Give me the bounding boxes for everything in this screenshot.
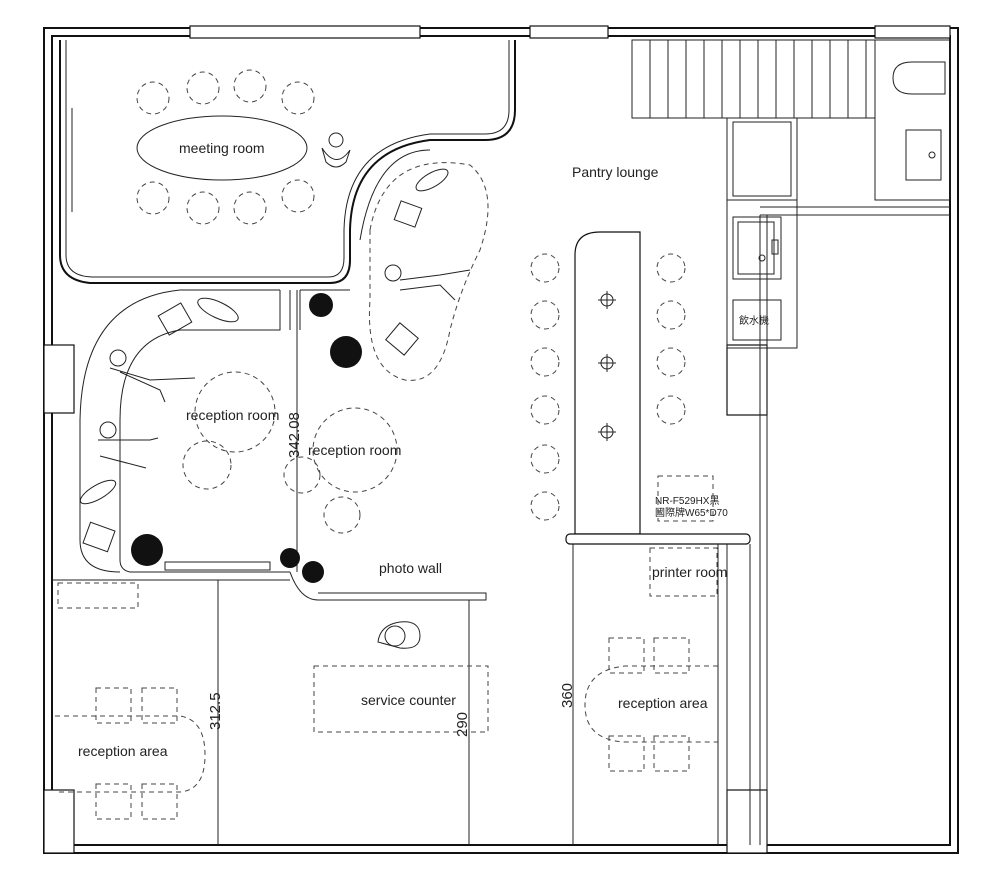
meeting-room	[59, 40, 516, 284]
fridge-brand-label: 國際牌W65*D70	[655, 506, 728, 519]
pantry-kidney-sofa	[359, 149, 489, 381]
person-icon	[321, 132, 351, 168]
dimension-342: 342.08	[286, 412, 303, 458]
service-counter-label: service counter	[361, 692, 456, 708]
fridge-model-label: NR-F529HX黑	[655, 495, 719, 507]
bar-stools	[530, 253, 686, 521]
water-dispenser-label: 飲水機	[739, 314, 769, 327]
reception-area-right-label: reception area	[618, 695, 708, 711]
reception-room-left-label: reception room	[186, 407, 279, 423]
kitchen-sink-icon	[732, 216, 782, 280]
restroom	[874, 39, 951, 201]
reception-room-center	[283, 290, 487, 601]
printer	[649, 547, 718, 597]
person-icon	[98, 421, 159, 469]
reception-area-left	[55, 687, 206, 820]
meeting-table	[136, 115, 308, 181]
pantry-lounge-label: Pantry lounge	[572, 164, 659, 180]
dimension-312: 312.5	[207, 692, 224, 730]
person-icon	[109, 349, 196, 403]
dimension-360: 360	[559, 683, 576, 708]
room-labels: meeting room Pantry lounge reception roo…	[78, 140, 728, 759]
interior-partitions	[52, 533, 751, 845]
reception-sofa-left	[79, 289, 350, 573]
reception-area-left-label: reception area	[78, 743, 168, 759]
kitchen-column: 飲水機	[726, 117, 798, 349]
reception-area-right	[584, 637, 718, 772]
meeting-chairs	[136, 69, 315, 225]
pendant-light-icon	[598, 291, 616, 441]
printer-room-label: printer room	[652, 564, 727, 580]
water-dispenser	[732, 299, 782, 341]
plant-icons	[131, 293, 362, 583]
staircase	[631, 39, 876, 200]
outer-walls	[43, 25, 959, 854]
meeting-room-label: meeting room	[179, 140, 265, 156]
sink-icon	[905, 129, 942, 181]
bar-counter	[530, 231, 714, 535]
dimension-labels: 342.08 312.5 290 360	[207, 412, 576, 737]
person-icon	[384, 264, 471, 301]
photo-wall-label: photo wall	[379, 560, 442, 576]
dimension-290: 290	[454, 712, 471, 737]
reception-room-center-label: reception room	[308, 442, 401, 458]
person-icon	[377, 621, 421, 649]
service-counter	[313, 621, 489, 733]
toilet-icon	[892, 61, 946, 95]
